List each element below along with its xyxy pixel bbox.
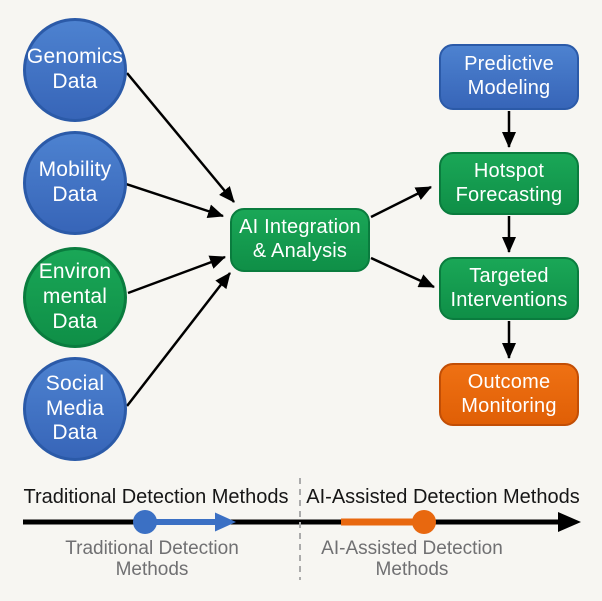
timeline-blue-dot-icon (133, 510, 157, 534)
timeline-blue-arrowhead-icon (215, 512, 236, 532)
node-mobility-data-label: Mobility Data (38, 158, 112, 206)
node-ai-integration-analysis-label: AI Integration & Analysis (239, 216, 361, 262)
node-hotspot-forecasting-label: Hotspot Forecasting (455, 159, 563, 206)
arrow-social-to-hub (126, 272, 231, 407)
arrow-environmental-to-hub (127, 255, 226, 295)
node-predictive-modeling-label: Predictive Modeling (464, 53, 554, 99)
node-environmental-data: Environ mental Data (23, 247, 127, 348)
timeline-arrowhead-icon (558, 512, 581, 532)
node-mobility-data: Mobility Data (23, 131, 127, 235)
timeline-left-caption: Traditional Detection Methods (65, 538, 239, 580)
arrow-genomics-to-hub (126, 72, 235, 203)
arrow-mobility-to-hub (125, 182, 224, 218)
node-genomics-data-label: Genomics Data (26, 45, 124, 93)
timeline-right-caption: AI-Assisted Detection Methods (321, 538, 503, 580)
timeline-left-title: Traditional Detection Methods (23, 486, 289, 508)
node-hotspot-forecasting: Hotspot Forecasting (439, 152, 579, 215)
node-outcome-monitoring-label: Outcome Monitoring (461, 370, 557, 417)
node-targeted-interventions: Targeted Interventions (439, 257, 579, 320)
node-outcome-monitoring: Outcome Monitoring (439, 363, 579, 426)
node-targeted-interventions-label: Targeted Interventions (450, 264, 568, 311)
arrow-hub-to-targeted (370, 256, 435, 289)
node-genomics-data: Genomics Data (23, 18, 127, 122)
timeline-right-title: AI-Assisted Detection Methods (306, 486, 580, 508)
node-predictive-modeling: Predictive Modeling (439, 44, 579, 110)
node-social-media-data: Social Media Data (23, 357, 127, 461)
arrow-hub-to-hotspot (370, 185, 432, 219)
timeline-orange-dot-icon (412, 510, 436, 534)
node-ai-integration-analysis: AI Integration & Analysis (230, 208, 370, 272)
node-environmental-data-label: Environ mental Data (38, 260, 112, 333)
node-social-media-data-label: Social Media Data (45, 371, 105, 445)
